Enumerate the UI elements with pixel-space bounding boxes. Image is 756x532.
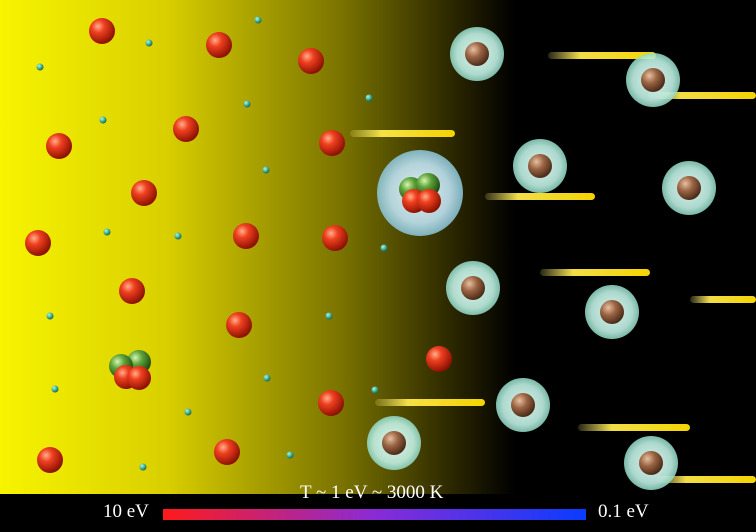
neutral-atom (496, 378, 550, 432)
motion-trail (540, 269, 650, 276)
neutral-atom (446, 261, 500, 315)
electron-dot (380, 244, 388, 252)
electron-dot (184, 408, 192, 416)
electron-dot (371, 386, 379, 394)
electron-dot (365, 94, 373, 102)
motion-trail (548, 52, 656, 59)
motion-trail (350, 130, 455, 137)
electron-dot (254, 16, 262, 24)
neutral-atom (367, 416, 421, 470)
neutral-atom (513, 139, 567, 193)
helium-atom (377, 150, 463, 236)
proton-sphere (119, 278, 145, 304)
neutral-atom (624, 436, 678, 490)
proton-sphere (173, 116, 199, 142)
proton-sphere (322, 225, 348, 251)
scale-title: T ~ 1 eV ~ 3000 K (300, 482, 444, 503)
proton-sphere (426, 346, 452, 372)
neutral-atom (450, 27, 504, 81)
proton-sphere (131, 180, 157, 206)
proton-sphere (214, 439, 240, 465)
electron-dot (51, 385, 59, 393)
neutral-atom (585, 285, 639, 339)
electron-dot (174, 232, 182, 240)
electron-dot (325, 312, 333, 320)
neutral-atoms (367, 27, 716, 490)
motion-trails (350, 52, 756, 483)
neutral-atom (662, 161, 716, 215)
motion-trail (375, 399, 485, 406)
proton-sphere (46, 133, 72, 159)
scale-right-label: 0.1 eV (598, 501, 649, 522)
neutral-atom (626, 53, 680, 107)
electron-dot (262, 166, 270, 174)
proton-sphere (298, 48, 324, 74)
motion-trail (656, 476, 756, 483)
electron-dot (103, 228, 111, 236)
motion-trail (485, 193, 595, 200)
energy-scale-bar (163, 509, 586, 520)
proton-sphere (206, 32, 232, 58)
nucleus-cluster (109, 350, 151, 390)
electron-dot (145, 39, 153, 47)
electron-dot (263, 374, 271, 382)
electron-dot (46, 312, 54, 320)
proton-sphere (226, 312, 252, 338)
scale-left-label: 10 eV (103, 501, 149, 522)
electron-dot (243, 100, 251, 108)
proton-sphere (318, 390, 344, 416)
electron-dot (99, 116, 107, 124)
electron-dot (36, 63, 44, 71)
motion-trail (690, 296, 756, 303)
proton-sphere (233, 223, 259, 249)
motion-trail (578, 424, 690, 431)
proton-sphere (25, 230, 51, 256)
electrons (36, 16, 388, 471)
electron-dot (286, 451, 294, 459)
electron-dot (139, 463, 147, 471)
proton-sphere (319, 130, 345, 156)
protons (25, 18, 452, 473)
proton-sphere (89, 18, 115, 44)
proton-sphere (37, 447, 63, 473)
